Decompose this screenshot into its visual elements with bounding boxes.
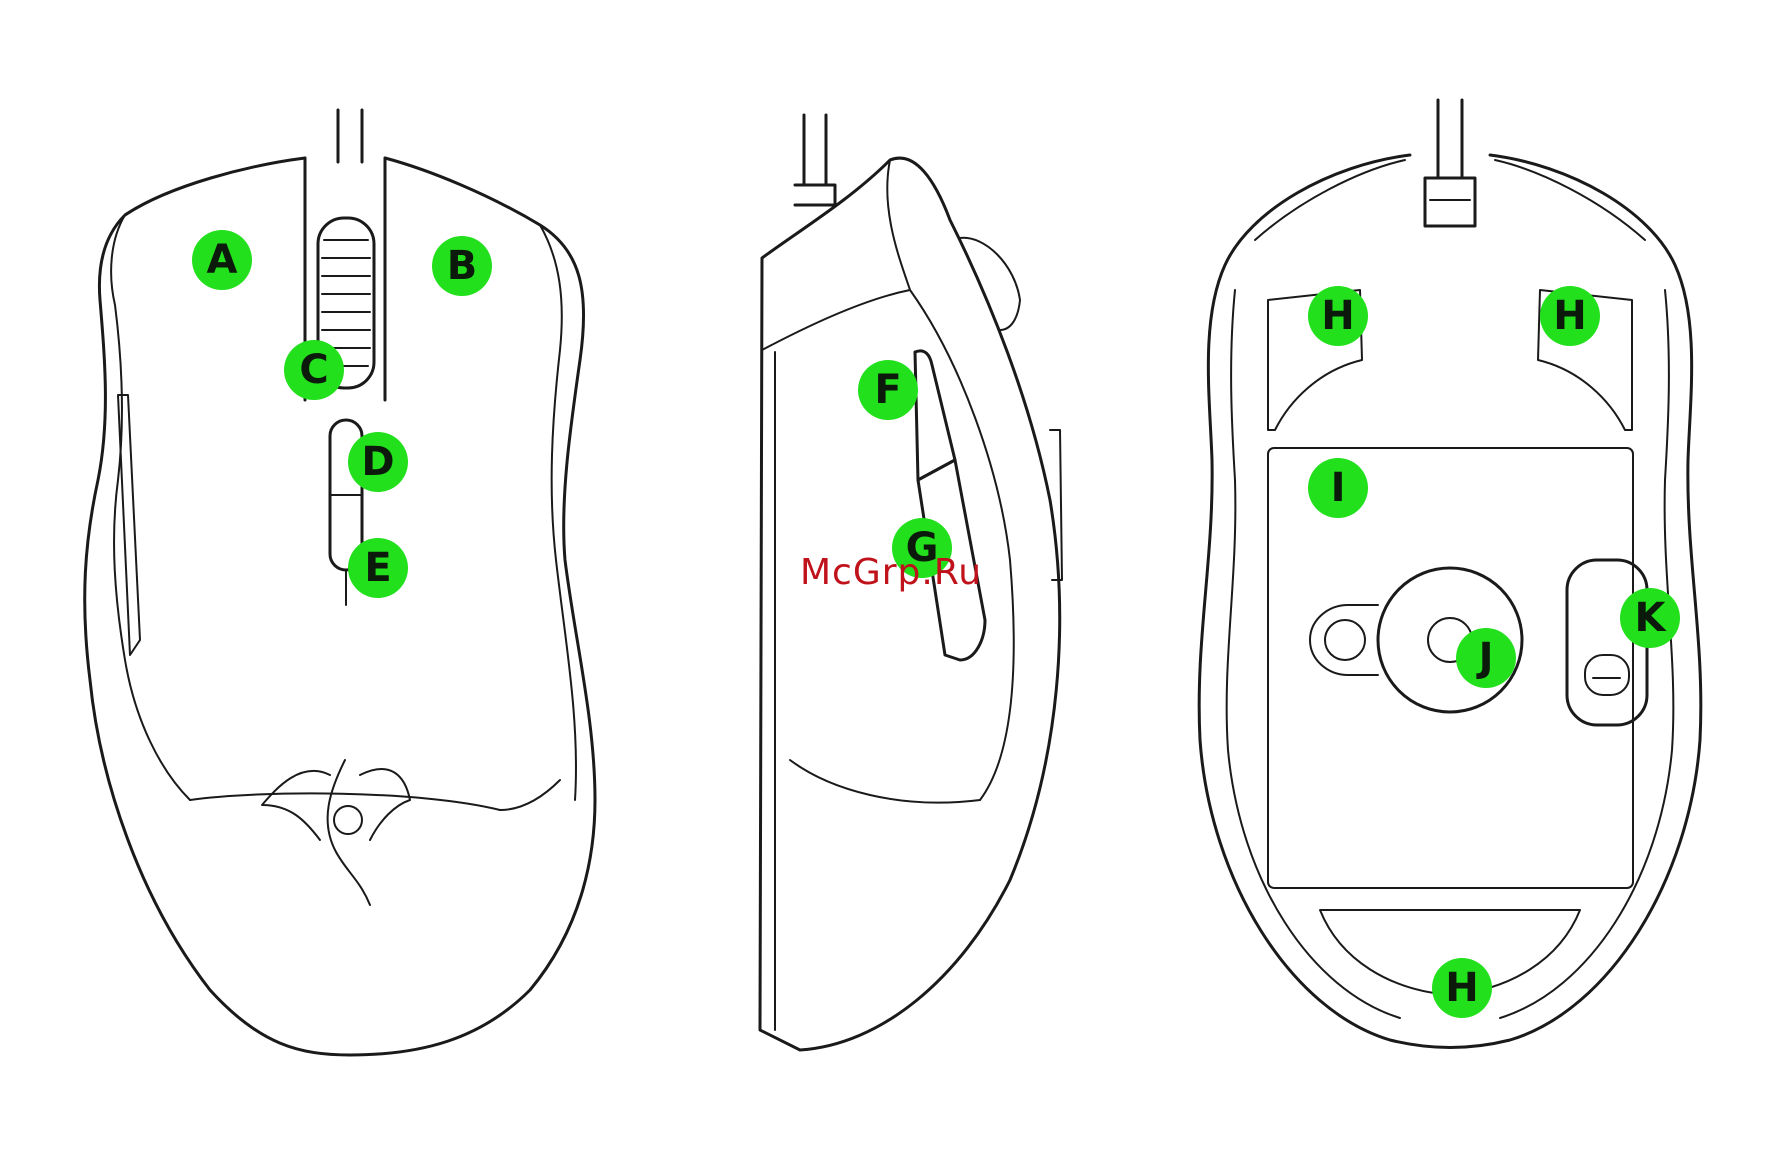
side-view-forward-button [915, 351, 955, 480]
mouse-bottom-view [1199, 100, 1701, 1048]
callout-a-label: A [207, 237, 238, 283]
callout-b-label: B [447, 243, 478, 289]
callout-b: B [432, 236, 492, 296]
callout-c-label: C [299, 347, 328, 393]
bottom-view-switch-knob [1585, 655, 1629, 695]
callout-h-bottom: H [1432, 958, 1492, 1018]
side-view-body-outline [760, 158, 1060, 1050]
top-view-cable [338, 110, 362, 162]
callout-a: A [192, 230, 252, 290]
bottom-view-cable [1438, 100, 1462, 178]
mouse-top-view [85, 110, 595, 1055]
callout-e-label: E [364, 545, 391, 591]
callout-h-top-right: H [1540, 286, 1600, 346]
watermark: McGrp.Ru [800, 552, 982, 593]
callout-d-label: D [361, 439, 394, 485]
callout-h-bottom-label: H [1445, 965, 1478, 1011]
callout-h-top-left-label: H [1321, 293, 1354, 339]
bottom-view-label-plate [1268, 448, 1633, 888]
callout-j: J [1456, 628, 1516, 688]
top-view-palm-line [190, 793, 500, 810]
callout-j-label: J [1476, 635, 1494, 681]
callout-e: E [348, 538, 408, 598]
callout-d: D [348, 432, 408, 492]
callout-c: C [284, 340, 344, 400]
callout-h-top-right-label: H [1553, 293, 1586, 339]
callout-k-label: K [1635, 595, 1668, 641]
side-view-scroll-wheel [960, 238, 1020, 330]
bottom-view-screw [1325, 620, 1365, 660]
bottom-view-sensor-tab [1310, 605, 1378, 675]
callout-f-label: F [874, 367, 901, 413]
callout-i: I [1308, 458, 1368, 518]
razer-logo-icon [262, 760, 410, 905]
side-view-thumb-rest [790, 760, 980, 803]
callout-f: F [858, 360, 918, 420]
side-view-cable [795, 115, 835, 205]
callout-i-label: I [1331, 465, 1346, 511]
bottom-view-cable-connector [1425, 178, 1475, 226]
callout-h-top-left: H [1308, 286, 1368, 346]
callout-k: K [1620, 588, 1680, 648]
